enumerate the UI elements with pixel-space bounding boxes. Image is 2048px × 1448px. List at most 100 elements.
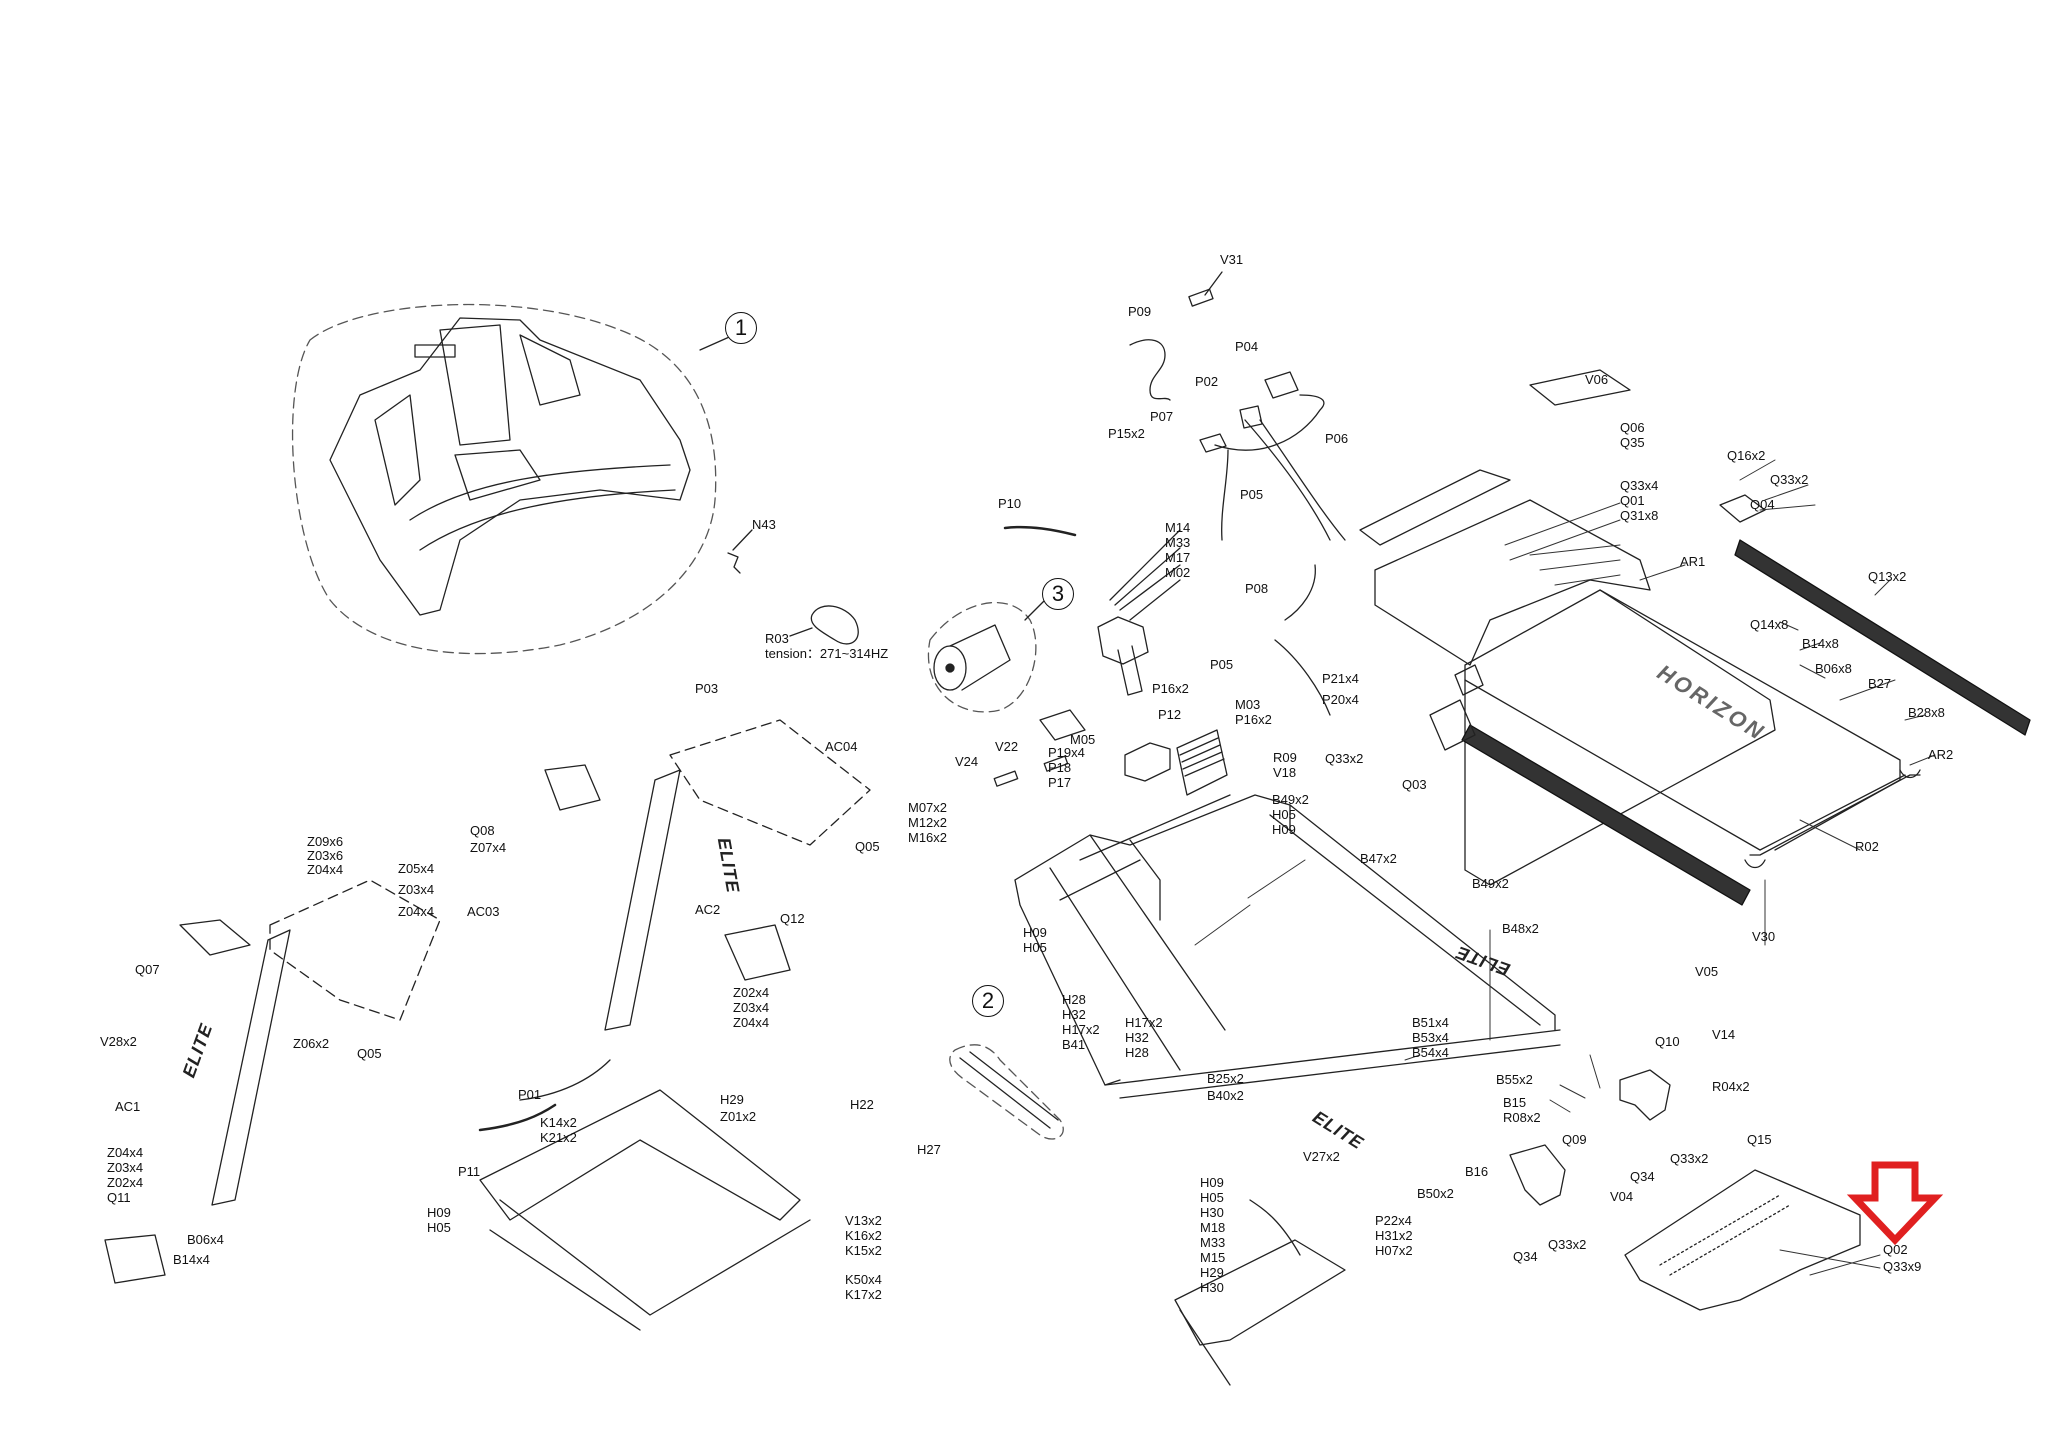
part-label: Q33x9 — [1883, 1259, 1922, 1274]
part-label: AC03 — [467, 904, 500, 919]
part-label: H32 — [1125, 1030, 1149, 1045]
part-label: M07x2 — [908, 800, 948, 815]
part-label: H09 — [427, 1205, 451, 1220]
incline-motor — [1097, 529, 1181, 696]
part-label: P10 — [998, 496, 1022, 511]
part-label: H30 — [1200, 1205, 1224, 1220]
part-label: Q35 — [1620, 435, 1645, 450]
part-label: Z01x2 — [720, 1109, 757, 1124]
part-label: P03 — [695, 681, 719, 696]
label-group-lift-1: H28 H32 H17x2 B41 — [1062, 992, 1100, 1052]
highlight-arrow-icon — [1846, 1161, 1944, 1246]
part-label: P22x4 — [1375, 1213, 1412, 1228]
part-label: H28 — [1125, 1045, 1149, 1060]
part-label: AR1 — [1680, 554, 1706, 569]
part-label: M03 — [1235, 697, 1261, 712]
rear-frame-assembly — [1174, 1199, 1346, 1386]
label-group-hood-2: Q33x4 Q01 Q31x8 — [1620, 478, 1658, 523]
part-label: H17x2 — [1062, 1022, 1100, 1037]
part-label: Z04x4 — [307, 862, 344, 877]
part-label: V27x2 — [1303, 1149, 1340, 1164]
part-label: V30 — [1752, 929, 1776, 944]
part-label: H29 — [1200, 1265, 1224, 1280]
part-label: Q04 — [1750, 497, 1775, 512]
part-label: AC04 — [825, 739, 858, 754]
label-group-p22: P22x4 H31x2 H07x2 — [1375, 1213, 1413, 1258]
part-label: Q13x2 — [1868, 569, 1907, 584]
part-label: P17 — [1048, 775, 1072, 790]
upright-right — [519, 719, 871, 1101]
part-label: M02 — [1165, 565, 1191, 580]
part-label: H17x2 — [1125, 1015, 1163, 1030]
label-group-r09: R09 V18 — [1273, 750, 1297, 780]
q02-motor-cover-bottom — [1624, 1169, 1861, 1311]
label-group-b51: B51x4 B53x4 B54x4 — [1412, 1015, 1449, 1060]
assembly-callout-2: 2 — [972, 985, 1004, 1017]
part-label: H32 — [1062, 1007, 1086, 1022]
label-group-k50: K50x4 K17x2 — [845, 1272, 882, 1302]
part-label: B54x4 — [1412, 1045, 1449, 1060]
part-label: N43 — [752, 517, 776, 532]
part-label: K16x2 — [845, 1228, 882, 1243]
part-label: P06 — [1325, 431, 1349, 446]
part-label: B51x4 — [1412, 1015, 1449, 1030]
console-assembly — [291, 303, 717, 655]
part-label: V05 — [1695, 964, 1719, 979]
part-label: B14x4 — [173, 1252, 210, 1267]
part-label: Q05 — [855, 839, 880, 854]
label-group-hood: Q06 Q35 — [1620, 420, 1645, 450]
part-label: B15 — [1503, 1095, 1527, 1110]
belt-tension-note: tension：271~314HZ — [765, 646, 889, 661]
part-label: V13x2 — [845, 1213, 882, 1228]
part-label: Q05 — [357, 1046, 382, 1061]
part-label: Q16x2 — [1727, 448, 1766, 463]
part-label: Z05x4 — [398, 861, 435, 876]
part-label: K14x2 — [540, 1115, 577, 1130]
n43-part — [727, 552, 741, 574]
part-label: R09 — [1273, 750, 1297, 765]
part-label: B47x2 — [1360, 851, 1397, 866]
label-group-filter: P19x4 P18 P17 — [1048, 745, 1085, 790]
q09-end-cap — [1509, 1144, 1566, 1206]
part-label: B55x2 — [1496, 1072, 1533, 1087]
part-label: P16x2 — [1235, 712, 1272, 727]
part-label: P20x4 — [1322, 692, 1359, 707]
part-label: B41 — [1062, 1037, 1086, 1052]
part-label: P11 — [458, 1164, 481, 1179]
part-label: M12x2 — [908, 815, 948, 830]
part-label: Q15 — [1747, 1132, 1772, 1147]
part-label: M33 — [1200, 1235, 1226, 1250]
part-label: H30 — [1200, 1280, 1224, 1295]
part-label: B16 — [1465, 1164, 1489, 1179]
q10-end-cap — [1619, 1069, 1671, 1121]
part-label: Z02x4 — [733, 985, 770, 1000]
label-group-ground: P21x4 P20x4 — [1322, 668, 1359, 710]
label-group-z-top: Z09x6 Z03x6 Z04x4 — [307, 835, 343, 877]
part-label: Z03x6 — [307, 848, 344, 863]
part-label: B14x8 — [1802, 636, 1839, 651]
part-label: Q33x2 — [1325, 751, 1364, 766]
part-label: Q34 — [1513, 1249, 1538, 1264]
part-label: P07 — [1150, 409, 1174, 424]
part-label: M15 — [1200, 1250, 1226, 1265]
part-label: B53x4 — [1412, 1030, 1449, 1045]
part-label: V14 — [1712, 1027, 1736, 1042]
part-label: H05 — [1023, 940, 1047, 955]
part-label: V22 — [995, 739, 1019, 754]
part-label: B49x2 — [1272, 792, 1309, 807]
part-label: P15x2 — [1108, 426, 1145, 441]
part-label: Q08 — [470, 823, 495, 838]
part-label: V04 — [1610, 1189, 1634, 1204]
electrical-components — [1129, 271, 1346, 716]
part-label: P05 — [1240, 487, 1264, 502]
part-label: Z03x4 — [107, 1160, 144, 1175]
part-label: K17x2 — [845, 1287, 882, 1302]
part-label: P08 — [1245, 581, 1269, 596]
part-label: B40x2 — [1207, 1088, 1244, 1103]
part-label: Z03x4 — [398, 882, 435, 897]
side-rail-right — [1734, 539, 2031, 736]
label-group-k14: K14x2 K21x2 — [540, 1115, 577, 1145]
part-label: H27 — [917, 1142, 941, 1157]
label-group-z-bottom: Z04x4 Z03x4 Z02x4 Q11 — [107, 1145, 143, 1205]
p10-wire — [1003, 525, 1077, 537]
